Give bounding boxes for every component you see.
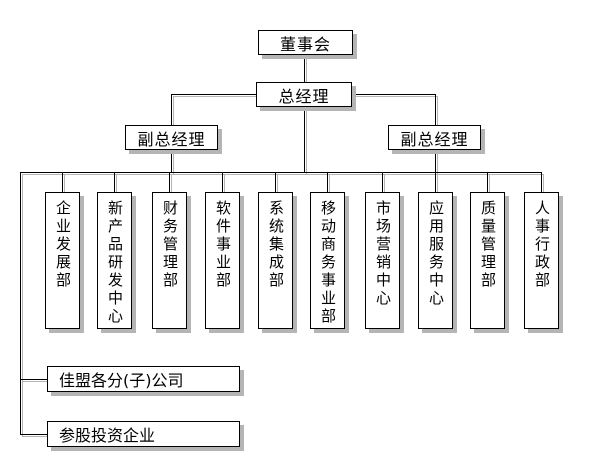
connector-bus bbox=[20, 172, 542, 173]
connector-gm-to-deputy-left-h bbox=[171, 94, 256, 95]
connector-drop-dept-10 bbox=[541, 172, 542, 192]
connector-drop-dept-8 bbox=[435, 172, 436, 192]
connector-drop-dept-6 bbox=[327, 172, 328, 192]
node-dept-enterprise-development: 企业发展部 bbox=[45, 192, 80, 329]
node-dept-system-integration: 系统集成部 bbox=[258, 192, 293, 329]
dept-label: 质量管理部 bbox=[479, 200, 497, 290]
connector-drop-dept-3 bbox=[169, 172, 170, 192]
node-dept-software-division: 软件事业部 bbox=[205, 192, 240, 329]
connector-deputy-right-to-bus bbox=[435, 150, 436, 173]
node-dept-new-product-rd-center: 新产品研发中心 bbox=[97, 192, 132, 329]
dept-label: 企业发展部 bbox=[54, 200, 72, 290]
connector-gm-to-bus bbox=[304, 107, 305, 172]
connector-drop-dept-1 bbox=[62, 172, 63, 192]
dept-label: 系统集成部 bbox=[267, 200, 285, 290]
node-board-label: 董事会 bbox=[279, 34, 331, 54]
node-dept-hr-administration: 人事行政部 bbox=[524, 192, 559, 329]
connector-gm-to-deputy-right-v bbox=[435, 94, 436, 125]
node-dept-quality-management: 质量管理部 bbox=[470, 192, 505, 329]
connector-board-to-gm bbox=[304, 55, 305, 82]
connector-branch-investments bbox=[20, 434, 47, 435]
node-dept-finance-management: 财务管理部 bbox=[152, 192, 187, 329]
dept-label: 新产品研发中心 bbox=[106, 200, 124, 326]
connector-drop-dept-4 bbox=[222, 172, 223, 192]
affiliate-label: 佳盟各分(子)公司 bbox=[59, 371, 184, 390]
node-deputy-left-label: 副总经理 bbox=[137, 129, 206, 149]
connector-gm-to-deputy-right-h bbox=[352, 94, 435, 95]
connector-drop-dept-5 bbox=[275, 172, 276, 192]
dept-label: 人事行政部 bbox=[533, 200, 551, 290]
dept-label: 软件事业部 bbox=[214, 200, 232, 290]
node-subsidiary-companies: 佳盟各分(子)公司 bbox=[47, 366, 240, 392]
node-dept-application-service-center: 应用服务中心 bbox=[418, 192, 453, 329]
connector-drop-dept-2 bbox=[114, 172, 115, 192]
connector-deputy-left-to-bus bbox=[171, 150, 172, 173]
node-general-manager-label: 总经理 bbox=[278, 86, 330, 106]
node-deputy-general-manager-right: 副总经理 bbox=[388, 125, 481, 150]
node-dept-mobile-commerce-division: 移动商务事业部 bbox=[310, 192, 345, 329]
dept-label: 市场营销中心 bbox=[374, 200, 392, 308]
node-board-of-directors: 董事会 bbox=[258, 30, 353, 55]
dept-label: 移动商务事业部 bbox=[319, 200, 337, 326]
connector-gm-to-deputy-left-v bbox=[171, 94, 172, 125]
node-general-manager: 总经理 bbox=[256, 82, 352, 107]
connector-drop-dept-7 bbox=[382, 172, 383, 192]
dept-label: 应用服务中心 bbox=[427, 200, 445, 308]
connector-branch-subsidiaries bbox=[20, 379, 47, 380]
affiliate-label: 参股投资企业 bbox=[59, 426, 156, 445]
node-deputy-general-manager-left: 副总经理 bbox=[125, 125, 218, 150]
node-dept-marketing-center: 市场营销中心 bbox=[365, 192, 400, 329]
connector-drop-dept-9 bbox=[487, 172, 488, 192]
connector-left-trunk bbox=[20, 172, 21, 435]
dept-label: 财务管理部 bbox=[161, 200, 179, 290]
node-deputy-right-label: 副总经理 bbox=[400, 129, 469, 149]
node-equity-investment-enterprises: 参股投资企业 bbox=[47, 421, 240, 447]
